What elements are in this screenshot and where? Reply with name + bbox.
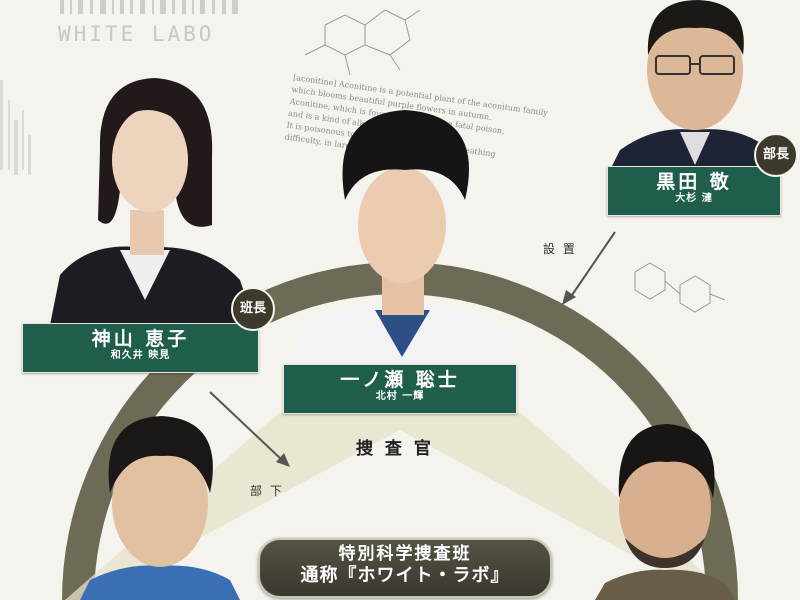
actor-name: 北村 一輝 <box>375 391 425 402</box>
ichinose-portrait <box>290 95 515 365</box>
barcode-logo-icon <box>60 0 238 14</box>
kuroda-portrait <box>610 0 780 170</box>
young-man-portrait-icon <box>80 416 240 600</box>
subordinate-label: 部 下 <box>250 484 284 498</box>
bearded-man-portrait-icon <box>595 424 735 600</box>
biphenyl-structure-icon <box>634 262 726 313</box>
man-labcoat-portrait-icon <box>290 110 515 365</box>
investigator-label: 捜 査 官 <box>356 439 434 459</box>
character-name: 神山 恵子 <box>91 328 190 350</box>
character-name: 黒田 敬 <box>656 171 732 193</box>
older-man-portrait-icon <box>610 0 780 170</box>
chief-badge: 班長 <box>231 287 275 331</box>
actor-name: 和久井 映見 <box>110 350 171 361</box>
character-name: 一ノ瀬 聡士 <box>340 369 460 391</box>
kamiyama-portrait <box>30 60 260 325</box>
team-nickname: 通称『ホワイト・ラボ』 <box>300 565 510 586</box>
team-title-pill: 特別科学捜査班 通称『ホワイト・ラボ』 <box>258 538 552 598</box>
logo-text: WHITE LABO <box>58 22 215 46</box>
bottom-left-portrait <box>70 408 250 600</box>
bottom-right-portrait <box>595 418 735 600</box>
director-badge: 部長 <box>754 133 798 177</box>
setup-arrow <box>562 231 616 305</box>
subordinate-arrow <box>209 391 290 467</box>
kamiyama-name-plate: 神山 恵子 和久井 映見 <box>22 323 259 373</box>
setup-label: 設 置 <box>543 242 577 256</box>
molecule-structure-icon <box>304 9 421 76</box>
ichinose-name-plate: 一ノ瀬 聡士 北村 一輝 <box>283 364 517 414</box>
woman-portrait-icon <box>50 78 255 325</box>
inner-chevron <box>65 412 735 600</box>
kuroda-name-plate: 黒田 敬 大杉 漣 <box>607 166 781 216</box>
side-barcode-icon <box>0 80 31 175</box>
team-name: 特別科学捜査班 <box>338 544 472 564</box>
actor-name: 大杉 漣 <box>675 193 713 204</box>
